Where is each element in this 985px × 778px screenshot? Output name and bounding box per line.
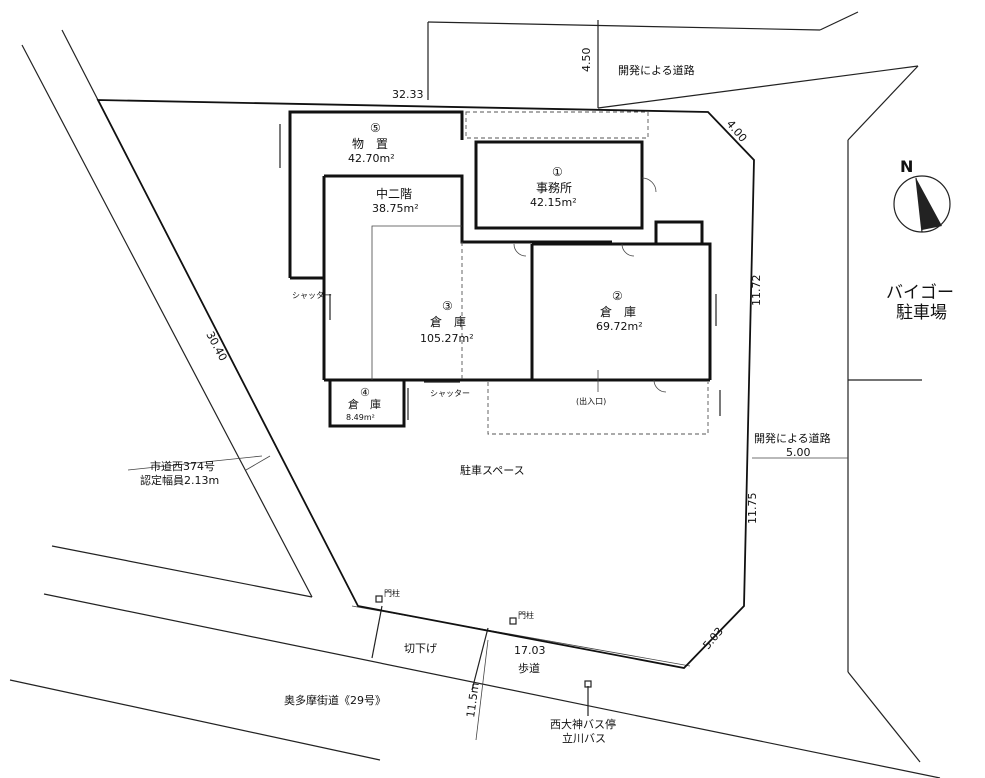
gate-label-2: 門柱 <box>518 610 534 620</box>
road-width-dim: 11.5m <box>464 682 482 719</box>
neighbor-type: 駐車場 <box>896 303 947 323</box>
dim-right-lower: 11.75 <box>746 493 759 525</box>
north-label: N <box>900 157 913 176</box>
room-area: 105.27m² <box>420 332 474 345</box>
road-right-width: 5.00 <box>786 446 811 459</box>
gate-label-1: 門柱 <box>384 588 400 598</box>
curb-cut-label: 切下げ <box>404 642 437 655</box>
room-area: 42.15m² <box>530 196 577 209</box>
room-mezzanine: 中二階 38.75m² <box>372 186 419 215</box>
sidewalk-label: 歩道 <box>518 661 540 675</box>
north-compass <box>893 175 951 233</box>
room-name: 倉 庫 <box>348 397 381 411</box>
room-warehouse-2: ② 倉 庫 69.72m² <box>596 289 643 333</box>
room-name: 事務所 <box>536 181 572 195</box>
room-name: 中二階 <box>376 186 412 201</box>
main-road-label: 奥多摩街道《29号》 <box>284 693 386 707</box>
bus-stop-name: 西大神バス停 <box>550 717 616 731</box>
dim-right-upper: 11.72 <box>750 275 763 307</box>
property-boundary <box>96 99 755 669</box>
room-number: ③ <box>442 299 453 313</box>
dim-left: 30.40 <box>203 329 229 363</box>
parking-label: 駐車スペース <box>460 463 525 477</box>
road-right-label: 開発による道路 <box>754 431 831 445</box>
room-office-1: ① 事務所 42.15m² <box>530 165 577 209</box>
entrance-label: (出入口) <box>576 396 606 406</box>
dim-bottom: 17.03 <box>514 644 546 657</box>
room-warehouse-3: ③ 倉 庫 105.27m² <box>420 299 474 345</box>
room-number: ⑤ <box>370 121 381 135</box>
dim-top: 32.33 <box>392 88 424 101</box>
room-area: 8.49m² <box>346 413 375 422</box>
room-area: 38.75m² <box>372 202 419 215</box>
road-top-width: 4.50 <box>580 48 593 73</box>
road-top-label: 開発による道路 <box>618 63 695 77</box>
city-road-width: 認定幅員2.13m <box>140 473 219 487</box>
room-area: 69.72m² <box>596 320 643 333</box>
shutter-label-1: シャッター <box>292 291 332 300</box>
city-road-name: 市道西374号 <box>150 459 215 473</box>
room-number: ④ <box>360 386 370 399</box>
room-name: 倉 庫 <box>600 304 636 319</box>
shutter-label-2: シャッター <box>430 389 470 398</box>
building-outlines <box>279 110 721 435</box>
room-storage-5: ⑤ 物 置 42.70m² <box>348 121 395 165</box>
room-number: ② <box>612 289 623 303</box>
room-area: 42.70m² <box>348 152 395 165</box>
room-number: ① <box>552 165 563 179</box>
neighbor-name: バイゴー <box>886 282 954 303</box>
room-name: 倉 庫 <box>430 314 466 329</box>
surrounding-roads <box>9 11 941 778</box>
bus-company: 立川バス <box>562 731 606 745</box>
room-warehouse-4: ④ 倉 庫 8.49m² <box>346 386 381 422</box>
room-name: 物 置 <box>352 137 388 151</box>
